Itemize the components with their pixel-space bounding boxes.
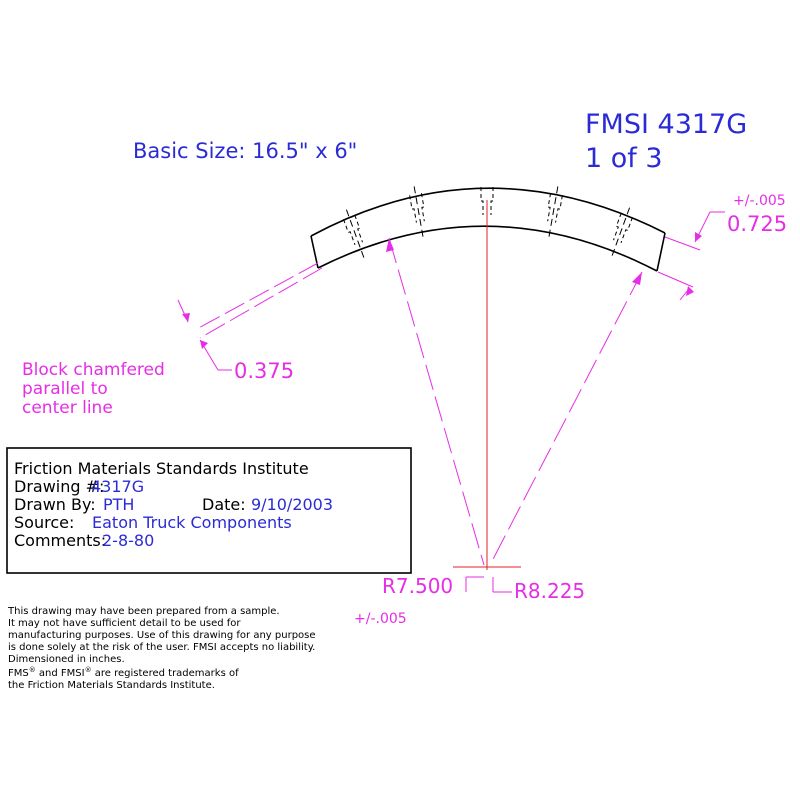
left-end: [310, 235, 319, 269]
radius-arrow-inner: [386, 238, 394, 252]
date-value: 9/10/2003: [251, 495, 333, 514]
basic-size-label: Basic Size: 16.5" x 6": [133, 139, 357, 163]
radius-line-outer: [489, 271, 643, 566]
chamfer-arrow-top: [182, 313, 190, 322]
chamfer-arrow-bottom: [200, 340, 208, 349]
chamfer-dimension-value: 0.375: [234, 359, 294, 383]
date-label: Date:: [202, 495, 246, 514]
inner-radius-value: R7.500: [382, 574, 453, 598]
sheet-number: 1 of 3: [585, 143, 663, 174]
thickness-dimension: [657, 211, 725, 301]
radius-tolerance: +/-.005: [354, 611, 407, 627]
title-block-frame: [6, 447, 412, 574]
comments-label: Comments:: [14, 531, 106, 550]
disclaimer-line5: Dimensioned in inches.: [8, 654, 125, 665]
disclaimer-line7: the Friction Materials Standards Institu…: [8, 680, 215, 691]
comments-value: 2-8-80: [102, 531, 154, 550]
drawn-by-label: Drawn By:: [14, 495, 96, 514]
chamfer-note-line3: center line: [22, 398, 113, 418]
drawn-by-value: PTH: [103, 495, 134, 514]
chamfer-dimension: [177, 262, 323, 371]
radius-line-inner: [388, 237, 485, 566]
outer-radius-value: R8.225: [514, 579, 585, 603]
disclaimer-line4: is done solely at the risk of the user. …: [8, 642, 315, 653]
rivet-holes: [343, 186, 633, 259]
chamfer-note-line2: parallel to: [22, 379, 108, 399]
thickness-arrow-bottom: [686, 286, 694, 296]
right-end: [656, 232, 666, 272]
fmsi-number: FMSI 4317G: [585, 109, 747, 140]
rivet-hole-3: [480, 187, 494, 215]
disclaimer-line3: manufacturing purposes. Use of this draw…: [8, 630, 316, 641]
source-value: Eaton Truck Components: [92, 513, 292, 532]
drawing-number-value: 4317G: [91, 477, 144, 496]
disclaimer: This drawing may have been prepared from…: [7, 606, 316, 691]
thickness-arrow-top: [695, 232, 702, 242]
radius-arrow-outer: [632, 272, 642, 285]
title-block-org: Friction Materials Standards Institute: [14, 459, 309, 478]
thickness-tolerance: +/-.005: [733, 193, 786, 209]
rivet-hole-2: [409, 186, 425, 238]
disclaimer-line6: FMS® and FMSI® are registered trademarks…: [8, 666, 239, 679]
drawing-number-label: Drawing #:: [14, 477, 104, 496]
block-outline: [310, 187, 666, 272]
disclaimer-line1: This drawing may have been prepared from…: [7, 606, 280, 617]
rivet-hole-1: [343, 209, 365, 259]
chamfer-note-line1: Block chamfered: [22, 360, 165, 380]
rivet-hole-4: [547, 186, 563, 238]
thickness-value: 0.725: [727, 212, 787, 236]
outer-arc: [310, 187, 666, 237]
disclaimer-line2: It may not have sufficient detail to be …: [8, 618, 241, 629]
source-label: Source:: [14, 513, 74, 532]
